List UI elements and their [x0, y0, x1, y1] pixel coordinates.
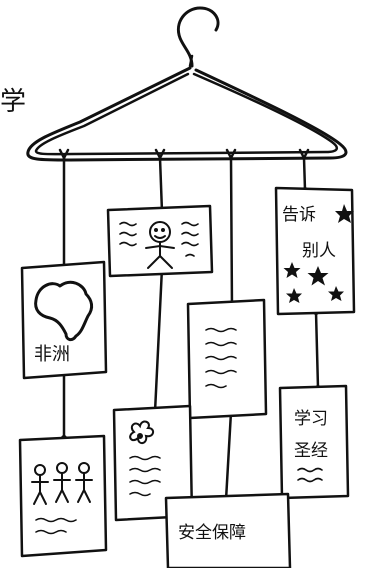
- africa-map-icon: [34, 280, 94, 342]
- hanging-strings: [58, 148, 320, 502]
- text-lines: [297, 467, 323, 483]
- stick-figure-icon: [145, 221, 175, 269]
- text-lines: [35, 517, 77, 535]
- text-lines: [129, 455, 161, 497]
- card-safety-label: 安全保障: [178, 523, 246, 543]
- flower-icon: [129, 420, 154, 444]
- card-study-bible: 学习 圣经: [278, 384, 350, 500]
- card-flower: [112, 404, 194, 522]
- text-lines: [119, 221, 199, 257]
- card-tell-line1: 告诉: [282, 205, 316, 225]
- three-people-icon: [31, 462, 93, 505]
- text-lines: [205, 327, 237, 389]
- card-safety: 安全保障: [164, 492, 292, 570]
- star-icons: [283, 204, 354, 303]
- card-study-line1: 学习: [294, 409, 328, 429]
- card-people: [18, 434, 108, 558]
- card-tell-line2: 别人: [302, 241, 336, 261]
- hanger-icon: [26, 6, 348, 162]
- card-notes: [186, 298, 268, 420]
- card-study-line2: 圣经: [294, 441, 328, 461]
- partial-character: 学: [0, 87, 26, 117]
- card-africa-label: 非洲: [34, 344, 70, 365]
- card-person: [106, 204, 214, 278]
- card-africa: 非洲: [20, 260, 108, 380]
- card-tell-others: 告诉 别人: [274, 186, 356, 316]
